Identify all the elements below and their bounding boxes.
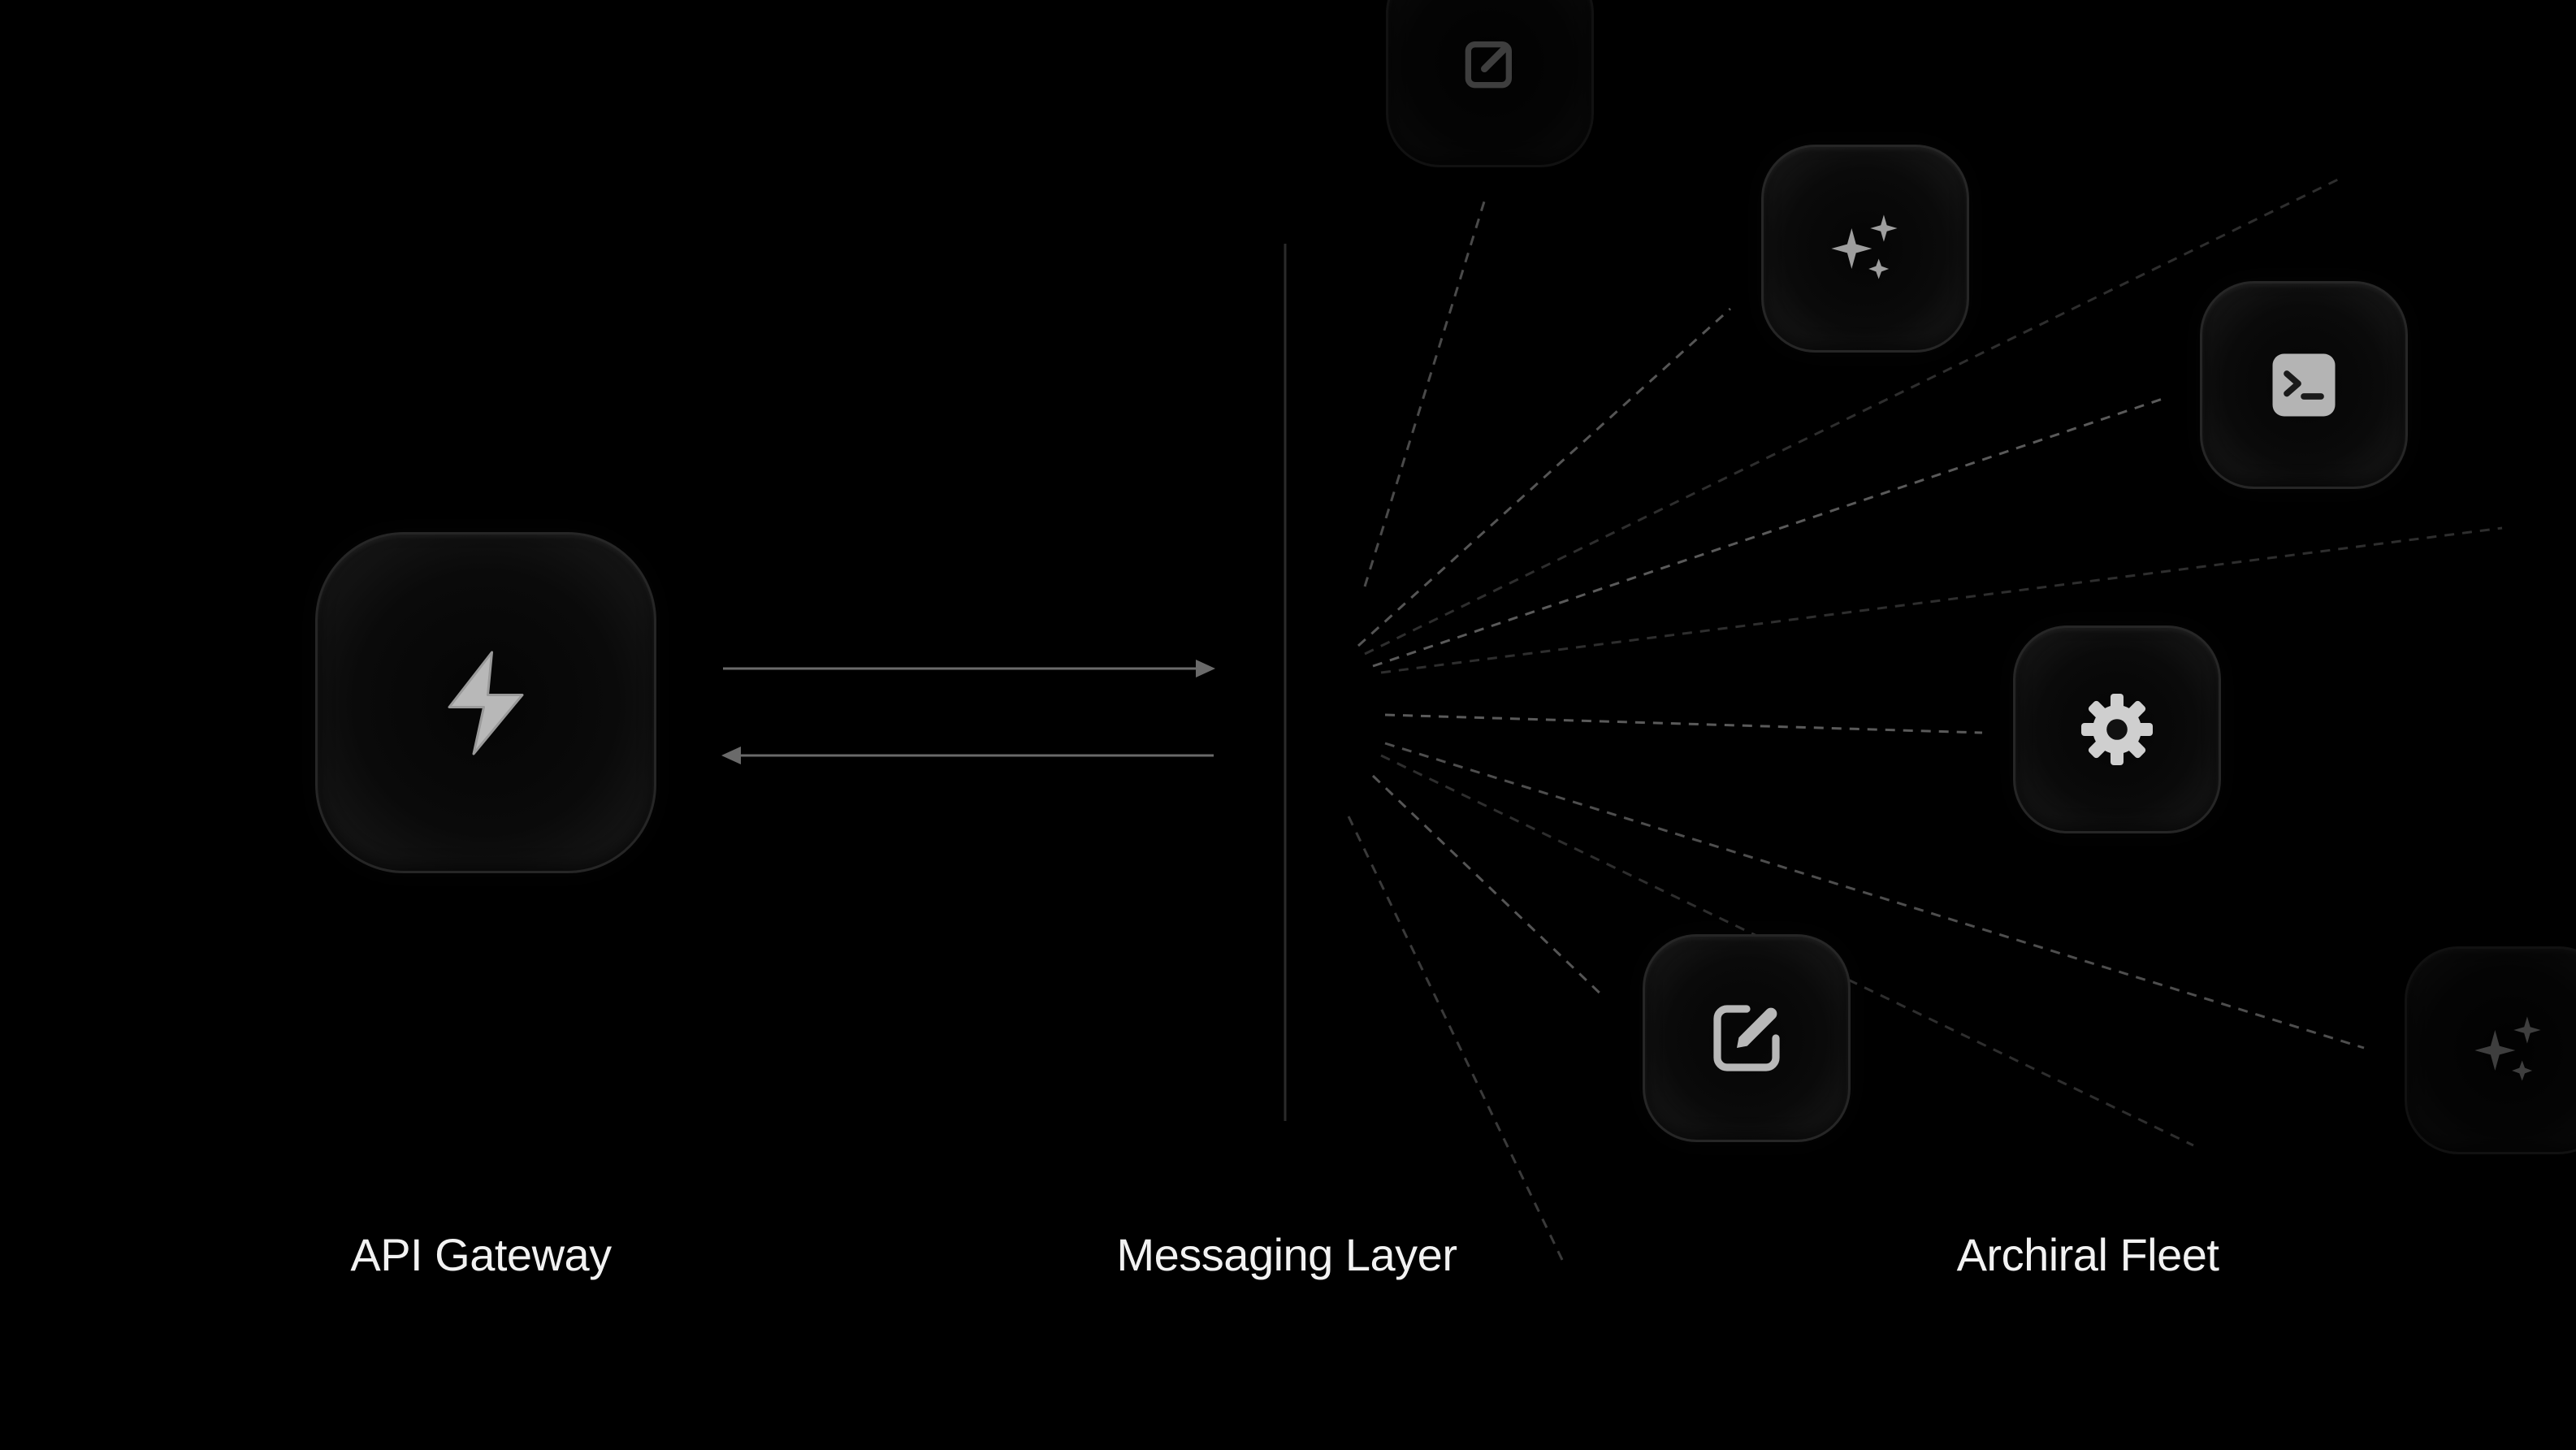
fleet-node-right-partial[interactable] — [2405, 946, 2576, 1154]
connection-edit — [1371, 774, 1606, 999]
api-gateway-label: API Gateway — [350, 1229, 612, 1280]
lightning-bolt-icon — [437, 648, 535, 758]
fleet-node-top-partial[interactable] — [1386, 0, 1594, 167]
connection-settings — [1384, 713, 1983, 734]
connection-terminal — [1372, 396, 2166, 668]
terminal-icon — [2270, 351, 2338, 419]
sparkles-icon — [2468, 1010, 2549, 1091]
connection-far-top — [1364, 177, 2340, 656]
connection-bottom — [1347, 816, 1565, 1264]
response-arrowhead — [721, 747, 741, 764]
sparkles-icon — [1825, 208, 1906, 289]
connection-sparkles — [1357, 307, 1732, 647]
fleet-node-sparkles[interactable] — [1761, 145, 1969, 353]
fleet-node-terminal[interactable] — [2200, 281, 2408, 489]
gear-icon — [2078, 690, 2156, 768]
messaging-layer-label: Messaging Layer — [1116, 1229, 1457, 1280]
connection-top-partial — [1363, 198, 1487, 587]
api-gateway-node[interactable] — [315, 532, 656, 873]
fleet-node-settings[interactable] — [2013, 625, 2221, 833]
fleet-node-edit[interactable] — [1643, 934, 1851, 1142]
connection-far-right — [1380, 526, 2503, 674]
archiral-fleet-label: Archiral Fleet — [1956, 1229, 2219, 1280]
edit-icon — [1457, 31, 1522, 96]
edit-icon — [1708, 999, 1786, 1077]
request-arrowhead — [1196, 660, 1215, 677]
